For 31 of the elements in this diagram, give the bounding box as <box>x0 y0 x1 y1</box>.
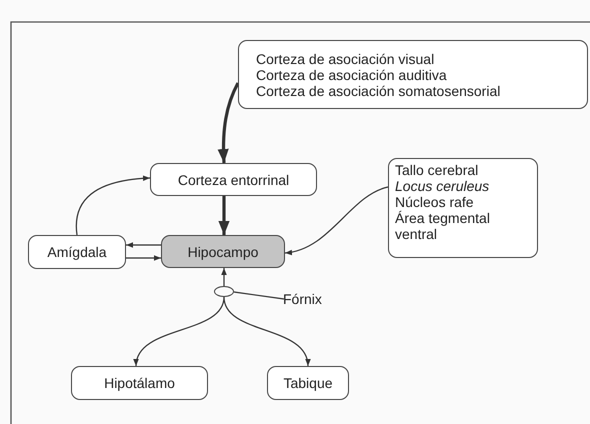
list-item: Locus ceruleus <box>395 178 490 194</box>
node-label: Corteza entorrinal <box>178 172 290 188</box>
arrow <box>76 176 150 236</box>
list-item: Área tegmental ventral <box>395 210 491 242</box>
arrow <box>218 82 240 164</box>
brainstem-list-box <box>388 158 538 258</box>
arrow <box>126 255 161 261</box>
list-item: Corteza de asociación visual <box>256 50 436 66</box>
list-item: Corteza de asociación somatosensorial <box>256 82 502 98</box>
list-item: Corteza de asociación auditiva <box>256 66 448 82</box>
arrow <box>126 242 161 248</box>
process-box <box>161 235 285 268</box>
leader-line <box>234 291 284 300</box>
process-box <box>267 366 349 400</box>
cortex-list-box <box>238 40 588 109</box>
node-label: Hipotálamo <box>104 375 175 391</box>
node-label: Tabique <box>283 375 333 391</box>
list-item: Núcleos rafe <box>395 194 475 210</box>
arrow <box>223 296 310 366</box>
arrow <box>218 196 230 235</box>
arrow <box>284 186 388 255</box>
process-box <box>150 163 317 196</box>
node-label: Hipocampo <box>188 244 258 260</box>
node-label: Amígdala <box>47 244 107 260</box>
list-item: Tallo cerebral <box>395 162 480 178</box>
arrow <box>134 296 225 366</box>
fornix-label: Fórnix <box>283 291 323 307</box>
process-box <box>71 366 208 400</box>
arrow <box>221 268 227 286</box>
fornix-ellipse <box>214 286 234 297</box>
process-box <box>28 235 126 269</box>
